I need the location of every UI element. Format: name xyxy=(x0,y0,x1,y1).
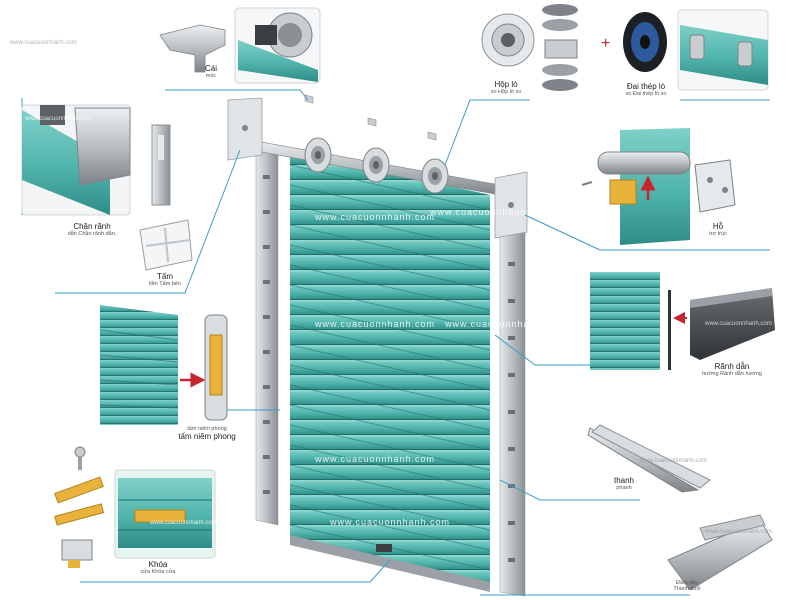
watermark-main-6: www.cuacuonnhanh.com xyxy=(329,517,450,527)
watermark-bottom-inset: www.cuacuonnhanh.com xyxy=(704,529,772,535)
label-guide-rail: Rãnh dẫn hướng Rãnh dẫn hướng xyxy=(692,362,772,378)
seal-plate-glint xyxy=(280,396,286,424)
gear-stack-icon xyxy=(542,4,578,91)
door-slat-lines xyxy=(289,164,491,571)
inset-shaft-support xyxy=(581,128,736,245)
label-rail-stop-sub: dẫn Chặn rãnh dẫn. xyxy=(67,231,117,238)
label-seal-plate: tấm niêm phong tấm niêm phong xyxy=(172,426,242,442)
shaft-support-icon xyxy=(694,159,736,213)
label-spring: Đai thép lò xo Đai thép lò xo xyxy=(610,82,682,98)
inset-bar-part xyxy=(587,424,711,493)
label-shaft-support-sub: trợ trục xyxy=(709,231,727,238)
label-spring-sub: xo Đai thép lò xo xyxy=(625,91,667,98)
seal-plate-panel xyxy=(99,305,228,425)
spring-drums xyxy=(304,137,449,194)
right-guide-rail xyxy=(499,194,526,597)
hook-part xyxy=(159,24,226,73)
label-plate-main: Tấm xyxy=(157,272,173,281)
label-guide-rail-main: Rãnh dẫn xyxy=(714,362,750,371)
door-curtain xyxy=(290,150,490,590)
lock-parts xyxy=(54,446,105,568)
label-box-sub: xo Hộp lò xo xyxy=(490,89,522,96)
spring-box-parts: + xyxy=(481,4,667,91)
steel-band-icon xyxy=(623,12,667,72)
main-door xyxy=(227,94,528,597)
left-plate-bolt-icon xyxy=(242,125,248,131)
watermark-lock-inset: www.cuacuonnhanh.com xyxy=(149,520,217,526)
label-bar: thanh phanh xyxy=(604,476,644,492)
label-bottom-bar-main: Thanh cuối xyxy=(673,586,701,593)
label-shaft-support-main: Hỗ xyxy=(712,222,724,231)
watermark-main-4: www.cuacuonnhanh.com xyxy=(444,319,565,329)
label-bottom-bar: Đầm đáy Thanh cuối xyxy=(662,580,712,593)
seal-plate-icon xyxy=(204,314,228,421)
watermark-top-left: www.cuacuonnhanh.com xyxy=(9,40,77,46)
label-bar-main: thanh xyxy=(613,476,635,485)
key-icon xyxy=(74,446,86,470)
label-rail-stop: Chặn rãnh dẫn Chặn rãnh dẫn. xyxy=(52,222,132,238)
label-bottom-bar-sub: Đầm đáy xyxy=(675,580,698,586)
side-plate-part xyxy=(139,219,193,271)
label-lock-main: Khóa xyxy=(148,560,168,569)
label-spring-main: Đai thép lò xyxy=(626,82,666,91)
watermark-rail-inset: www.cuacuonnhanh.com xyxy=(704,321,772,327)
label-seal-plate-sub: tấm niêm phong xyxy=(187,426,227,432)
inset-rail-stop xyxy=(21,104,131,216)
label-box: Hộp lò xo Hộp lò xo xyxy=(476,80,536,96)
label-hook: Cái móc xyxy=(196,64,226,80)
label-shaft-support: Hỗ trợ trục xyxy=(698,222,738,238)
watermark-main-1: www.cuacuonnhanh.com xyxy=(314,212,435,222)
label-guide-rail-sub: hướng Rãnh dẫn hướng xyxy=(702,371,762,378)
watermark-main-2: www.cuacuonnhanh.com xyxy=(429,207,550,217)
label-plate: Tấm tiền Tấm bên xyxy=(140,272,190,288)
inset-guide-rail xyxy=(590,272,775,370)
spring-box-icon xyxy=(481,13,535,67)
watermark-main-5: www.cuacuonnhanh.com xyxy=(314,454,435,464)
label-bar-sub: phanh xyxy=(616,485,632,492)
top-hooks xyxy=(304,94,437,141)
left-guide-rail xyxy=(255,144,279,526)
watermark-inset-left: www.cuacuonnhanh.com xyxy=(24,116,92,122)
right-plate-bolt-icon xyxy=(508,202,514,208)
label-lock-sub: cửa Khóa cửa xyxy=(140,569,176,576)
inset-drum-rail xyxy=(234,7,321,84)
door-lock-icon xyxy=(376,544,392,552)
label-seal-plate-main: tấm niêm phong xyxy=(178,432,236,442)
inset-top-right xyxy=(677,9,769,91)
inset-bottom-bar xyxy=(667,514,773,591)
bracket-rail-part xyxy=(151,124,171,206)
inset-lock xyxy=(114,469,216,559)
hook-icon xyxy=(159,24,226,73)
lock-icon xyxy=(134,509,186,523)
label-rail-stop-main: Chặn rãnh xyxy=(73,222,111,231)
door-bottom-bar xyxy=(290,535,490,592)
label-hook-main: Cái xyxy=(204,64,217,73)
watermark-bar-inset: www.cuacuonnhanh.com xyxy=(639,458,707,464)
label-box-main: Hộp lò xyxy=(494,80,518,89)
label-hook-sub: móc xyxy=(205,73,217,80)
watermark-main-3: www.cuacuonnhanh.com xyxy=(314,319,435,329)
left-rail-slots xyxy=(263,175,270,494)
label-lock: Khóa cửa Khóa cửa xyxy=(128,560,188,576)
label-plate-sub: tiền Tấm bên xyxy=(148,281,181,288)
plus-icon: + xyxy=(601,35,610,52)
